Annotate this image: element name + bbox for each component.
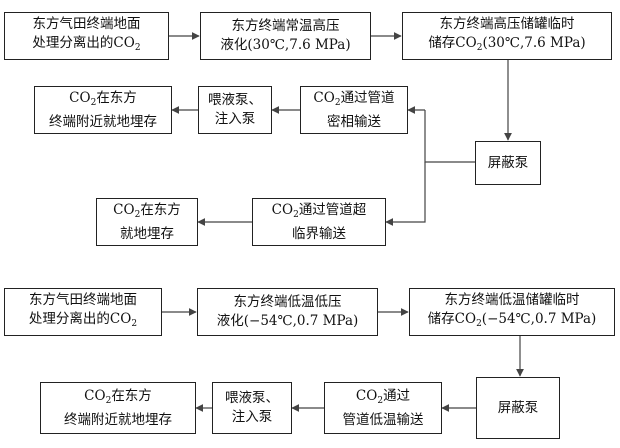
d2-low-temp-pipeline-line1: CO2通过	[356, 387, 410, 411]
d2-source-line2-text: 处理分离出的CO	[28, 310, 132, 327]
d1-feed-pump-line1: 喂液泵、	[208, 92, 262, 108]
d1-storage-line2-subscript: 2	[476, 42, 483, 53]
d1-storage-local-line1-pre: CO	[113, 201, 135, 218]
d2-storage-line1: 东方终端低温储罐临时	[444, 291, 580, 308]
d1-dense-pipeline-line1-subscript: 2	[334, 97, 341, 108]
d1-storage-terminal-box: CO2在东方 终端附近就地埋存	[34, 86, 172, 134]
d2-source-line2: 处理分离出的CO2	[29, 310, 137, 334]
d1-storage-terminal-line2: 终端附近就地埋存	[49, 113, 157, 130]
d2-low-temp-pipeline-line1-post: 通过	[383, 387, 411, 404]
d2-storage-line2-post: (−54℃,0.7 MPa)	[481, 310, 597, 327]
d2-low-temp-pipeline-box: CO2通过 管道低温输送	[324, 382, 442, 434]
d1-supercritical-line2: 临界输送	[292, 225, 346, 242]
d1-storage-terminal-line1-post: 在东方	[96, 89, 137, 106]
d2-low-temp-pipeline-line2: 管道低温输送	[342, 411, 424, 428]
d1-supercritical-pipeline-box: CO2通过管道超 临界输送	[252, 198, 386, 246]
d2-source-line2-subscript: 2	[131, 318, 138, 329]
d1-shield-pump-box: 屏蔽泵	[475, 141, 541, 185]
d1-source-line1: 东方气田终端地面	[32, 15, 141, 32]
d1-storage-terminal-line1: CO2在东方	[69, 89, 137, 113]
d2-storage-line2: 储存CO2(−54℃,0.7 MPa)	[428, 310, 597, 334]
d1-storage-line1: 东方终端高压储罐临时	[439, 15, 575, 32]
d2-storage-terminal-line1-subscript: 2	[105, 395, 112, 406]
d1-dense-pipeline-line1: CO2通过管道	[313, 89, 394, 113]
d1-feed-pump-box: 喂液泵、 注入泵	[198, 86, 272, 134]
d1-supercritical-line1-pre: CO	[271, 201, 294, 218]
d1-dense-pipeline-line1-post: 通过管道	[340, 89, 395, 106]
d1-supercritical-line1: CO2通过管道超	[272, 201, 367, 225]
d1-storage-local-line1-subscript: 2	[134, 209, 141, 220]
d2-low-temp-pipeline-line1-pre: CO	[355, 387, 378, 404]
d1-storage-box: 东方终端高压储罐临时 储存CO2(30℃,7.6 MPa)	[402, 12, 612, 60]
d1-dense-pipeline-box: CO2通过管道 密相输送	[300, 86, 408, 134]
d2-liquefy-box: 东方终端低温低压 液化(−54℃,0.7 MPa)	[197, 288, 378, 336]
d1-source-line2-subscript: 2	[134, 42, 141, 53]
d1-supercritical-line1-post: 通过管道超	[298, 201, 367, 218]
d1-storage-line2-post: (30℃,7.6 MPa)	[482, 34, 586, 51]
d1-storage-terminal-line1-pre: CO	[69, 89, 91, 106]
d2-feed-pump-line1: 喂液泵、	[225, 390, 279, 406]
d1-shield-pump-label: 屏蔽泵	[487, 154, 529, 171]
d2-storage-line2-pre: 储存CO	[427, 310, 477, 327]
d1-storage-local-line2: 就地埋存	[120, 225, 174, 242]
d1-liquefy-line1: 东方终端常温高压	[231, 18, 340, 34]
d2-storage-line2-subscript: 2	[476, 318, 482, 329]
d2-source-line1: 东方气田终端地面	[29, 291, 137, 308]
arrow-d1-shield-pump-branch	[424, 110, 475, 163]
d1-storage-local-box: CO2在东方 就地埋存	[96, 198, 198, 246]
d2-shield-pump-box: 屏蔽泵	[476, 377, 560, 439]
d1-liquefy-line2: 液化(30℃,7.6 MPa)	[220, 37, 351, 53]
d2-liquefy-line2: 液化(−54℃,0.7 MPa)	[216, 313, 359, 329]
d1-storage-line2: 储存CO2(30℃,7.6 MPa)	[428, 34, 585, 58]
d1-supercritical-line1-subscript: 2	[293, 209, 299, 220]
d1-source-line2: 处理分离出的CO2	[32, 34, 140, 58]
d1-storage-local-line1: CO2在东方	[113, 201, 181, 225]
d1-liquefy-box: 东方终端常温高压 液化(30℃,7.6 MPa)	[200, 12, 371, 60]
d2-storage-terminal-line2: 终端附近就地埋存	[64, 411, 172, 428]
d2-feed-pump-box: 喂液泵、 注入泵	[212, 382, 292, 434]
d2-liquefy-line1: 东方终端低温低压	[233, 294, 342, 310]
d2-storage-terminal-box: CO2在东方 终端附近就地埋存	[40, 382, 196, 434]
d2-shield-pump-label: 屏蔽泵	[497, 399, 539, 416]
d1-storage-local-line1-post: 在东方	[140, 201, 181, 218]
d2-storage-box: 东方终端低温储罐临时 储存CO2(−54℃,0.7 MPa)	[409, 288, 615, 336]
d1-dense-pipeline-line2: 密相输送	[327, 113, 381, 130]
d1-storage-terminal-line1-subscript: 2	[90, 97, 97, 108]
d1-storage-line2-pre: 储存CO	[428, 34, 477, 51]
d2-storage-terminal-line1: CO2在东方	[84, 387, 152, 411]
d2-source-box: 东方气田终端地面 处理分离出的CO2	[4, 288, 162, 336]
d2-feed-pump-line2: 注入泵	[231, 409, 273, 425]
d1-feed-pump-line2: 注入泵	[214, 111, 256, 127]
d2-low-temp-pipeline-line1-subscript: 2	[377, 395, 384, 406]
d1-source-box: 东方气田终端地面 处理分离出的CO2	[4, 12, 169, 60]
d2-storage-terminal-line1-post: 在东方	[111, 387, 152, 404]
arrow-d1-branch-to-supercritical-pipeline	[385, 162, 426, 226]
d1-dense-pipeline-line1-pre: CO	[313, 89, 335, 106]
d1-source-line2-text: 处理分离出的CO	[32, 34, 135, 51]
d2-storage-terminal-line1-pre: CO	[84, 387, 106, 404]
